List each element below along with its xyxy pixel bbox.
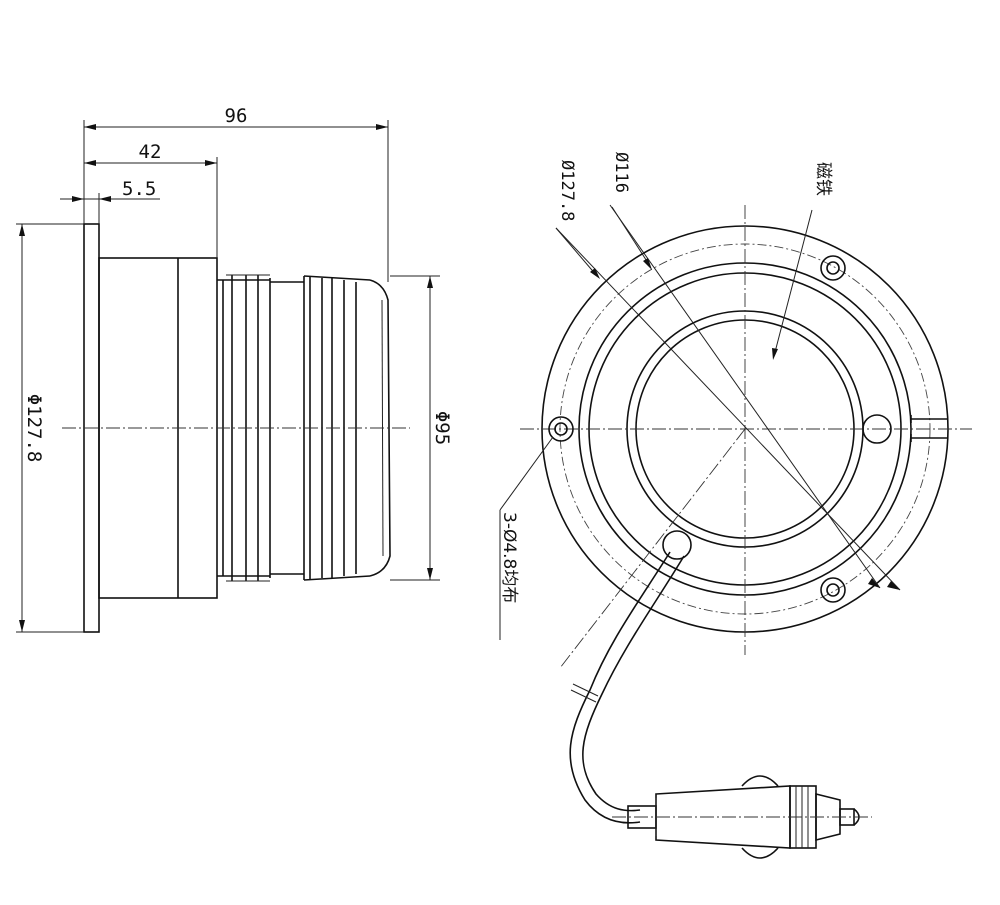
dim-42-label: 42 (139, 141, 162, 163)
dim-5-5-label: 5.5 (122, 178, 156, 200)
cable (569, 551, 685, 824)
dim-5-5: 5.5 (60, 178, 160, 224)
mounting-hole-1 (820, 255, 846, 281)
mounting-hole-2 (548, 416, 574, 442)
front-view: Ø127.8 Ø116 磁铁 3-Ø4.8均布 (499, 152, 972, 859)
dim-42: 42 (84, 141, 218, 258)
dim-front-diameter-label: Φ95 (431, 411, 453, 445)
dim-bolt-circle-label: Ø116 (611, 152, 631, 193)
magnet-label: 磁铁 (813, 162, 833, 196)
dim-flange-diameter: Φ127.8 (16, 223, 84, 633)
side-view: 96 42 5.5 Φ127.8 (16, 105, 453, 633)
dim-flange-diameter-label: Φ127.8 (23, 394, 45, 463)
mounting-hole-3 (820, 577, 846, 603)
dim-96-label: 96 (225, 105, 248, 127)
cigarette-lighter-plug (612, 775, 872, 859)
cable-grommet (662, 530, 692, 560)
dim-front-diameter: Φ95 (390, 275, 453, 581)
magnet-hole (862, 414, 892, 444)
dim-96: 96 (83, 105, 389, 282)
dim-outer-diameter-label: Ø127.8 (557, 160, 577, 221)
holes-label: 3-Ø4.8均布 (499, 512, 519, 603)
